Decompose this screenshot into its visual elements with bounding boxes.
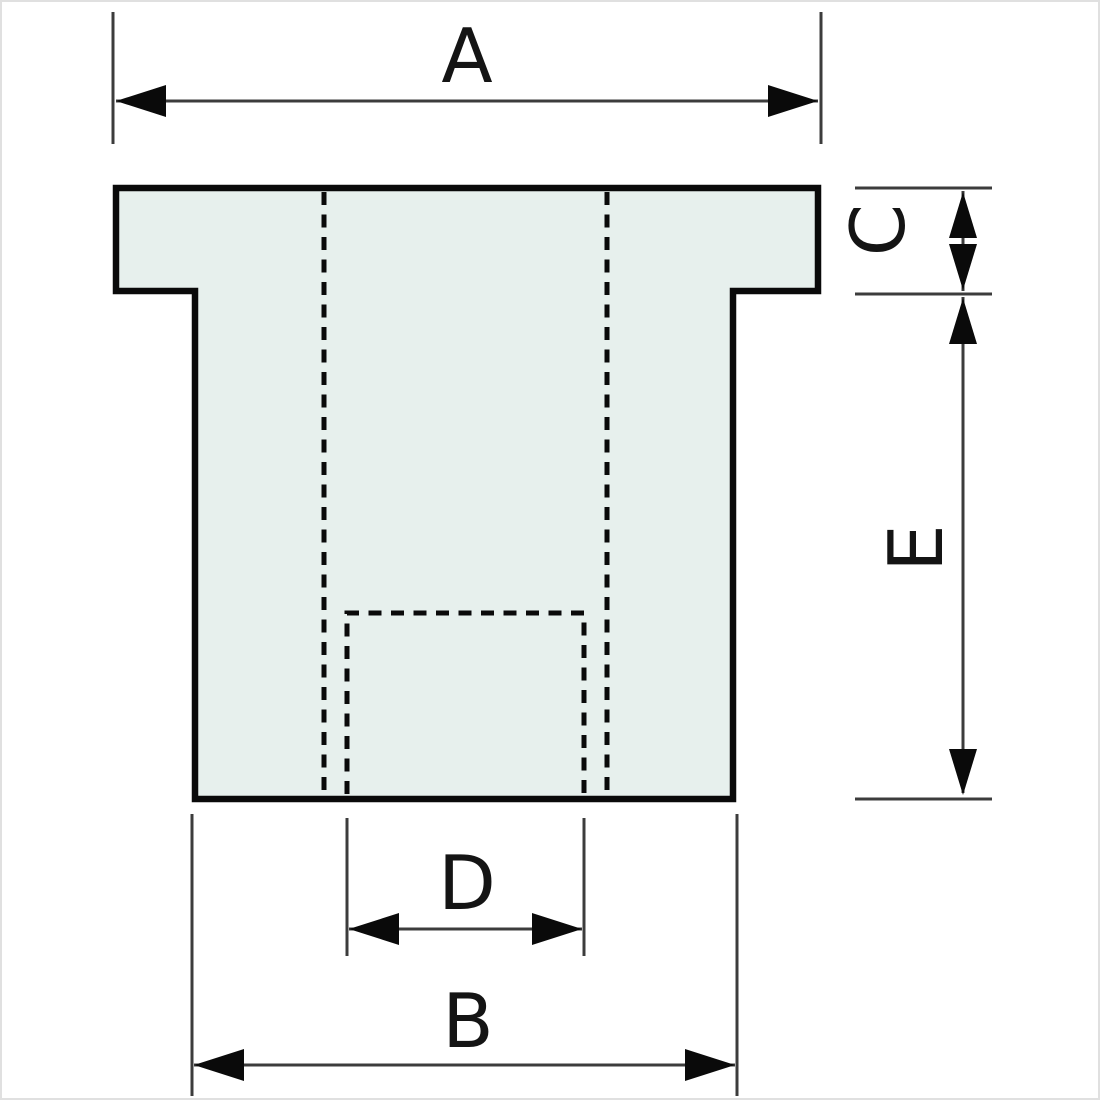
dimension-d: D — [345, 818, 586, 956]
dimension-a: A — [111, 12, 823, 144]
dimension-c-arrow-up-icon — [949, 192, 977, 238]
dimension-d-label: D — [438, 839, 496, 927]
part-cross-section — [112, 184, 822, 803]
dimension-d-arrow-right-icon — [532, 913, 582, 945]
dimension-b: B — [190, 814, 739, 1096]
dimension-e: E — [855, 297, 992, 801]
part-outline — [112, 184, 822, 803]
dimension-c-arrow-down-icon — [949, 244, 977, 290]
dimension-b-label: B — [442, 977, 493, 1065]
dimension-c: C — [834, 186, 992, 296]
dimension-b-arrow-right-icon — [685, 1049, 735, 1081]
dimension-a-arrow-right-icon — [768, 85, 818, 117]
dimension-d-arrow-left-icon — [349, 913, 399, 945]
counterbore-hidden-line — [344, 610, 587, 794]
dimension-c-label: C — [834, 204, 922, 256]
dimension-b-arrow-left-icon — [194, 1049, 244, 1081]
dimension-e-arrow-down-icon — [949, 749, 977, 795]
dimension-a-label: A — [441, 12, 492, 100]
dimension-a-arrow-left-icon — [116, 85, 166, 117]
dimension-e-label: E — [872, 524, 960, 571]
dimension-e-arrow-up-icon — [949, 298, 977, 344]
